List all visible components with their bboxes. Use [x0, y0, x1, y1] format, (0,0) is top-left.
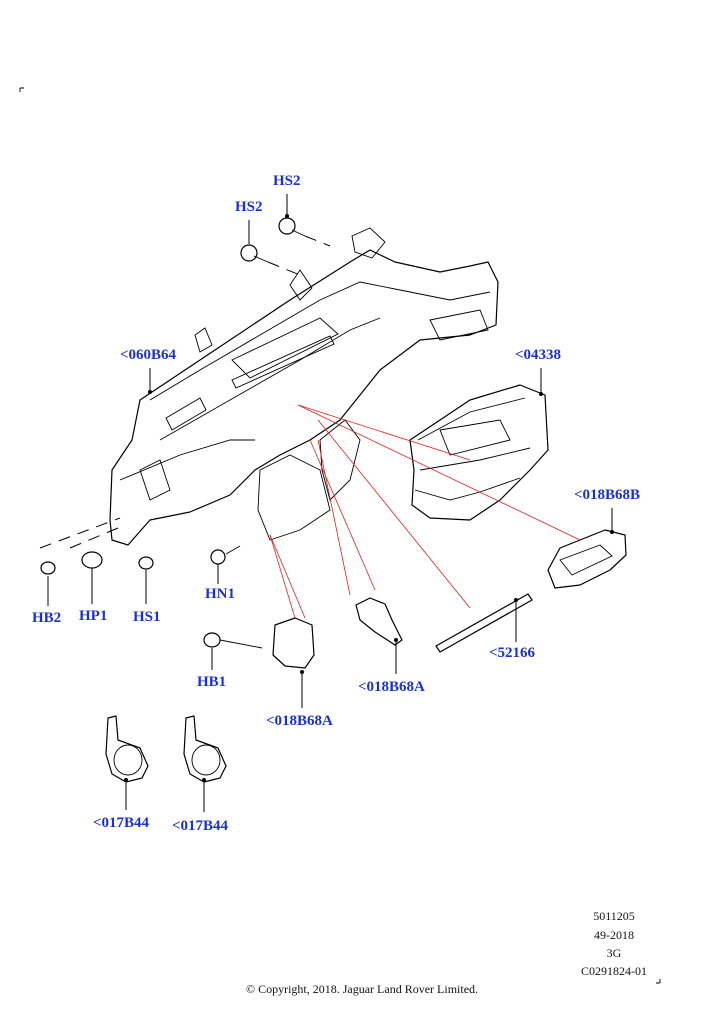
drawing-date: 49-2018	[594, 928, 634, 942]
callout-hs2-top[interactable]: HS2	[273, 173, 301, 189]
callout-hn1[interactable]: HN1	[205, 586, 235, 602]
bracket-018b68a-center	[272, 617, 315, 669]
callout-04338[interactable]: <04338	[515, 347, 562, 363]
corner-mark-bottom-right	[656, 979, 661, 984]
corner-mark-top-left	[19, 87, 24, 92]
callout-060b64[interactable]: <060B64	[120, 347, 177, 363]
air-duct-bracket	[409, 384, 549, 521]
callout-hb2[interactable]: HB2	[32, 610, 62, 626]
leader-lines	[47, 194, 614, 812]
relation-lines	[269, 404, 581, 619]
callout-018b68a-center[interactable]: <018B68A	[266, 713, 333, 729]
fastener-hs2-top	[278, 217, 331, 247]
drawing-code: 3G	[606, 946, 622, 960]
clamp-017b44-right	[183, 715, 227, 783]
cross-car-beam	[109, 227, 499, 546]
callout-017b44-left[interactable]: <017B44	[93, 815, 150, 831]
callout-hs1[interactable]: HS1	[133, 609, 161, 625]
callout-018b68b[interactable]: <018B68B	[574, 487, 641, 503]
drawing-number: C0291824-01	[581, 964, 647, 978]
support-rod-52166	[435, 593, 533, 653]
fastener-hb2	[39, 517, 121, 575]
callout-52166[interactable]: <52166	[489, 645, 536, 661]
callout-hs2-left[interactable]: HS2	[235, 199, 263, 215]
callout-018b68a-right[interactable]: <018B68A	[358, 679, 425, 695]
bracket-018b68a-right	[355, 597, 403, 646]
drawing-ref: 5011205	[593, 909, 635, 923]
fastener-hn1	[210, 545, 241, 565]
callout-hp1[interactable]: HP1	[79, 608, 108, 624]
bracket-018b68b	[547, 529, 627, 589]
clamp-017b44-left	[105, 715, 149, 783]
copyright-notice: © Copyright, 2018. Jaguar Land Rover Lim…	[245, 982, 479, 996]
callout-017b44-right[interactable]: <017B44	[172, 818, 229, 834]
callout-hb1[interactable]: HB1	[197, 674, 227, 690]
fastener-hs1	[138, 556, 154, 570]
fastener-hb1	[203, 632, 263, 649]
fastener-hs2-left	[240, 244, 301, 276]
